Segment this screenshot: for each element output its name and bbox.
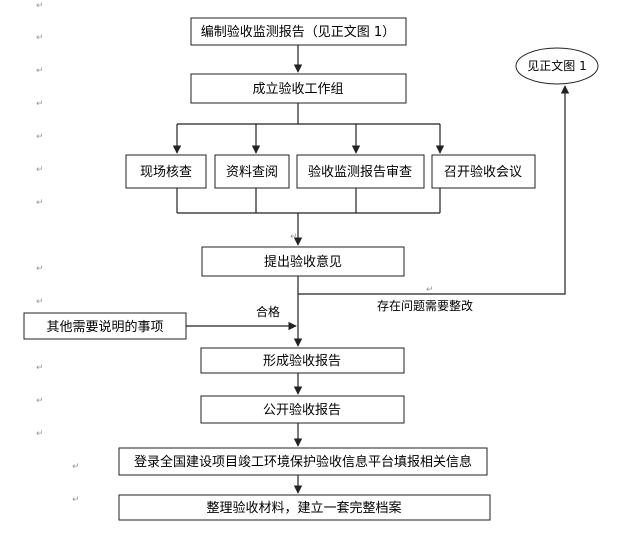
node-label: 其他需要说明的事项 [46,319,163,335]
node-other-matters: 其他需要说明的事项 [23,312,187,340]
node-site-check: 现场核查 [125,154,207,189]
node-label: 编制验收监测报告（见正文图 1） [201,24,395,40]
node-label: 验收监测报告审查 [308,164,412,180]
paragraph-mark: ↵ [36,1,44,11]
paragraph-mark: ↵ [36,165,44,175]
paragraph-mark: ↵ [36,99,44,109]
node-form-report: 形成验收报告 [200,347,405,374]
arrow-rectify-loop [298,85,570,295]
paragraph-mark: ↵ [36,264,44,274]
paragraph-mark: ↵ [72,462,80,472]
paragraph-mark: ↵ [36,396,44,406]
node-meeting: 召开验收会议 [431,154,536,189]
paragraph-marks: ↵ ↵ ↵ ↵ ↵ ↵ ↵ ↵ ↵ ↵ ↵ ↵ ↵ ↵ ↵ ↵ [36,1,434,505]
paragraph-mark: ↵ [36,33,44,43]
node-register-info: 登录全国建设项目竣工环境保护验收信息平台填报相关信息 [118,447,488,476]
node-label: 资料查阅 [226,165,278,180]
ellipse-label: 见正文图 1 [527,58,586,73]
node-label: 形成验收报告 [263,353,341,369]
node-label: 现场核查 [140,165,192,180]
node-label: 成立验收工作组 [252,81,343,97]
node-reference-ellipse: 见正文图 1 [515,47,599,85]
node-label: 登录全国建设项目竣工环境保护验收信息平台填报相关信息 [134,454,472,470]
paragraph-mark: ↵ [36,66,44,76]
node-opinion: 提出验收意见 [201,246,405,277]
paragraph-mark: ↵ [426,285,434,295]
node-archive: 整理验收材料，建立一套完整档案 [118,494,491,521]
edge-label-rectify: 存在问题需要整改 [377,298,473,313]
paragraph-mark: ↵ [36,132,44,142]
paragraph-mark: ↵ [36,297,44,307]
connectors [172,45,570,494]
node-prepare-report: 编制验收监测报告（见正文图 1） [190,17,407,46]
node-label: 公开验收报告 [263,402,341,418]
node-label: 提出验收意见 [264,254,342,270]
node-form-group: 成立验收工作组 [190,73,407,104]
edge-label-pass: 合格 [256,304,280,319]
node-label: 整理验收材料，建立一套完整档案 [206,500,401,516]
paragraph-mark: ↵ [72,495,80,505]
node-doc-review: 资料查阅 [214,154,290,189]
paragraph-mark: ↵ [36,198,44,208]
node-label: 召开验收会议 [444,164,522,180]
paragraph-mark: ↵ [36,429,44,439]
paragraph-mark: ↵ [290,232,298,242]
node-publish-report: 公开验收报告 [200,395,405,424]
paragraph-mark: ↵ [36,363,44,373]
node-report-review: 验收监测报告审查 [296,154,425,189]
